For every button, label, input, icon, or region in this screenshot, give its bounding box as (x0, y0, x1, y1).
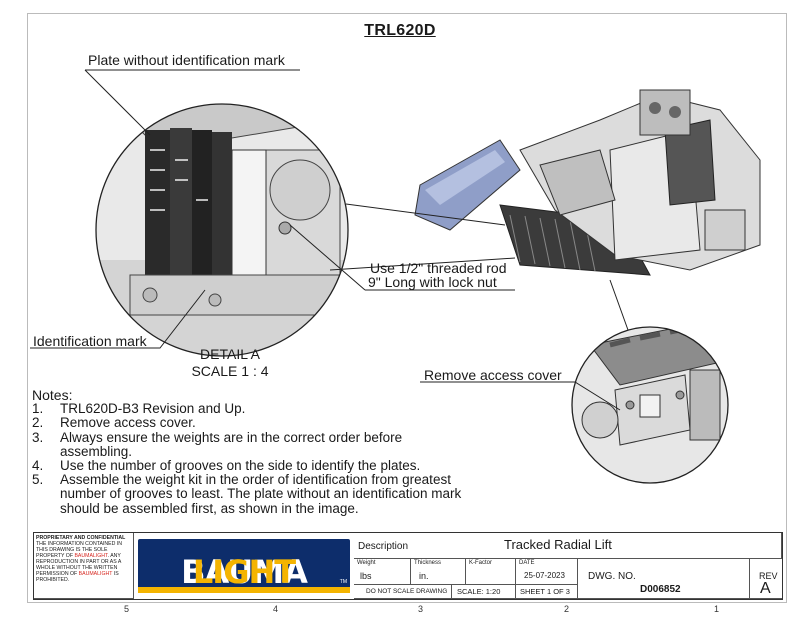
note-item: 5. Assemble the weight kit in the order o… (32, 473, 472, 516)
detail-name: DETAIL A (200, 346, 260, 362)
note-number: 1. (32, 401, 44, 417)
detail-label: DETAIL A SCALE 1 : 4 (175, 346, 285, 380)
thickness-value: in. (419, 571, 429, 581)
zone-label: 2 (564, 604, 570, 614)
note-text: Use the number of grooves on the side to… (60, 458, 421, 474)
detail-scale: SCALE 1 : 4 (191, 363, 269, 379)
callout-plate-without-mark: Plate without identification mark (88, 52, 285, 68)
do-not-scale-cell: DO NOT SCALE DRAWING (354, 585, 452, 599)
note-number: 2. (32, 415, 44, 431)
logo-text-bauma: BAUMA (181, 553, 308, 591)
note-item: 4. Use the number of grooves on the side … (32, 458, 472, 474)
proprietary-heading: PROPRIETARY AND CONFIDENTIAL (36, 535, 126, 541)
description-value: Tracked Radial Lift (504, 537, 612, 552)
brand-name-red: BAUMALIGHT (78, 571, 113, 577)
detail-a-view (96, 104, 348, 356)
rev-label: REV (759, 571, 778, 581)
note-text: TRL620D-B3 Revision and Up. (60, 401, 246, 417)
access-cover-detail-view (572, 327, 728, 483)
dwg-no-label: DWG. NO. (588, 571, 636, 582)
thickness-label: Thickness (414, 560, 442, 566)
description-label: Description (358, 541, 409, 552)
date-value: 25-07-2023 (524, 571, 565, 580)
logo-text-light: LIGHT (192, 553, 296, 591)
note-text: Assemble the weight kit in the order of … (60, 472, 462, 516)
rev-value: A (760, 580, 771, 597)
proprietary-text-1: THE INFORMATION CONTAINED IN THIS DRAWIN… (36, 541, 122, 559)
description-cell: Description Tracked Radial Lift (354, 533, 782, 559)
zone-label: 5 (124, 604, 130, 614)
logo-stripe (138, 587, 350, 593)
do-not-scale-text: DO NOT SCALE DRAWING (366, 588, 448, 595)
note-number: 5. (32, 472, 44, 488)
weight-cell: Weight lbs (354, 559, 411, 585)
proprietary-notice: PROPRIETARY AND CONFIDENTIAL THE INFORMA… (34, 533, 134, 599)
notes-heading: Notes: (32, 387, 73, 403)
callout-threaded-rod-line2: 9" Long with lock nut (368, 274, 497, 290)
date-cell: DATE 25-07-2023 (516, 559, 578, 585)
note-text: Always ensure the weights are in the cor… (60, 429, 403, 459)
logo-trademark: TM (339, 579, 347, 585)
date-label: DATE (519, 560, 535, 566)
dwg-no-value: D006852 (640, 584, 681, 595)
zone-label: 4 (273, 604, 279, 614)
tracked-radial-lift-view (414, 89, 761, 276)
sheet-text: SHEET 1 OF 3 (520, 587, 570, 596)
rev-cell: REV A (750, 559, 782, 599)
note-item: 1. TRL620D-B3 Revision and Up. (32, 402, 472, 416)
sheet-border (27, 13, 787, 603)
note-item: 3. Always ensure the weights are in the c… (32, 429, 472, 459)
brand-name-red: BAUMALIGHT (74, 553, 108, 559)
callout-remove-access-cover: Remove access cover (424, 367, 562, 383)
scale-cell: SCALE: 1:20 (452, 585, 516, 599)
thickness-cell: Thickness in. (411, 559, 466, 585)
kfactor-cell: K-Factor (466, 559, 516, 585)
weight-value: lbs (360, 571, 372, 581)
note-number: 4. (32, 458, 44, 474)
callout-threaded-rod-line1: Use 1/2" threaded rod (370, 260, 507, 276)
callout-identification-mark: Identification mark (33, 333, 147, 349)
proprietary-text-3: IS PROHIBITED. (36, 571, 119, 583)
notes-block: Notes: 1. TRL620D-B3 Revision and Up. 2. R… (32, 388, 472, 516)
note-text: Remove access cover. (60, 415, 196, 431)
proprietary-text: THE INFORMATION CONTAINED IN THIS DRAWIN… (36, 541, 131, 583)
title-block: PROPRIETARY AND CONFIDENTIAL THE INFORMA… (33, 532, 783, 600)
scale-text: SCALE: 1:20 (457, 587, 501, 596)
kfactor-label: K-Factor (469, 560, 493, 566)
drawing-title: TRL620D (364, 22, 436, 39)
zone-label: 1 (714, 604, 720, 614)
proprietary-text-2: . ANY REPRODUCTION IN PART OR AS A WHOLE… (36, 553, 122, 577)
dwg-no-cell: DWG. NO. D006852 (578, 559, 750, 599)
weight-label: Weight (357, 560, 376, 566)
sheet-cell: SHEET 1 OF 3 (516, 585, 578, 599)
note-item: 2. Remove access cover. (32, 416, 472, 430)
note-number: 3. (32, 429, 44, 445)
zone-label: 3 (418, 604, 424, 614)
